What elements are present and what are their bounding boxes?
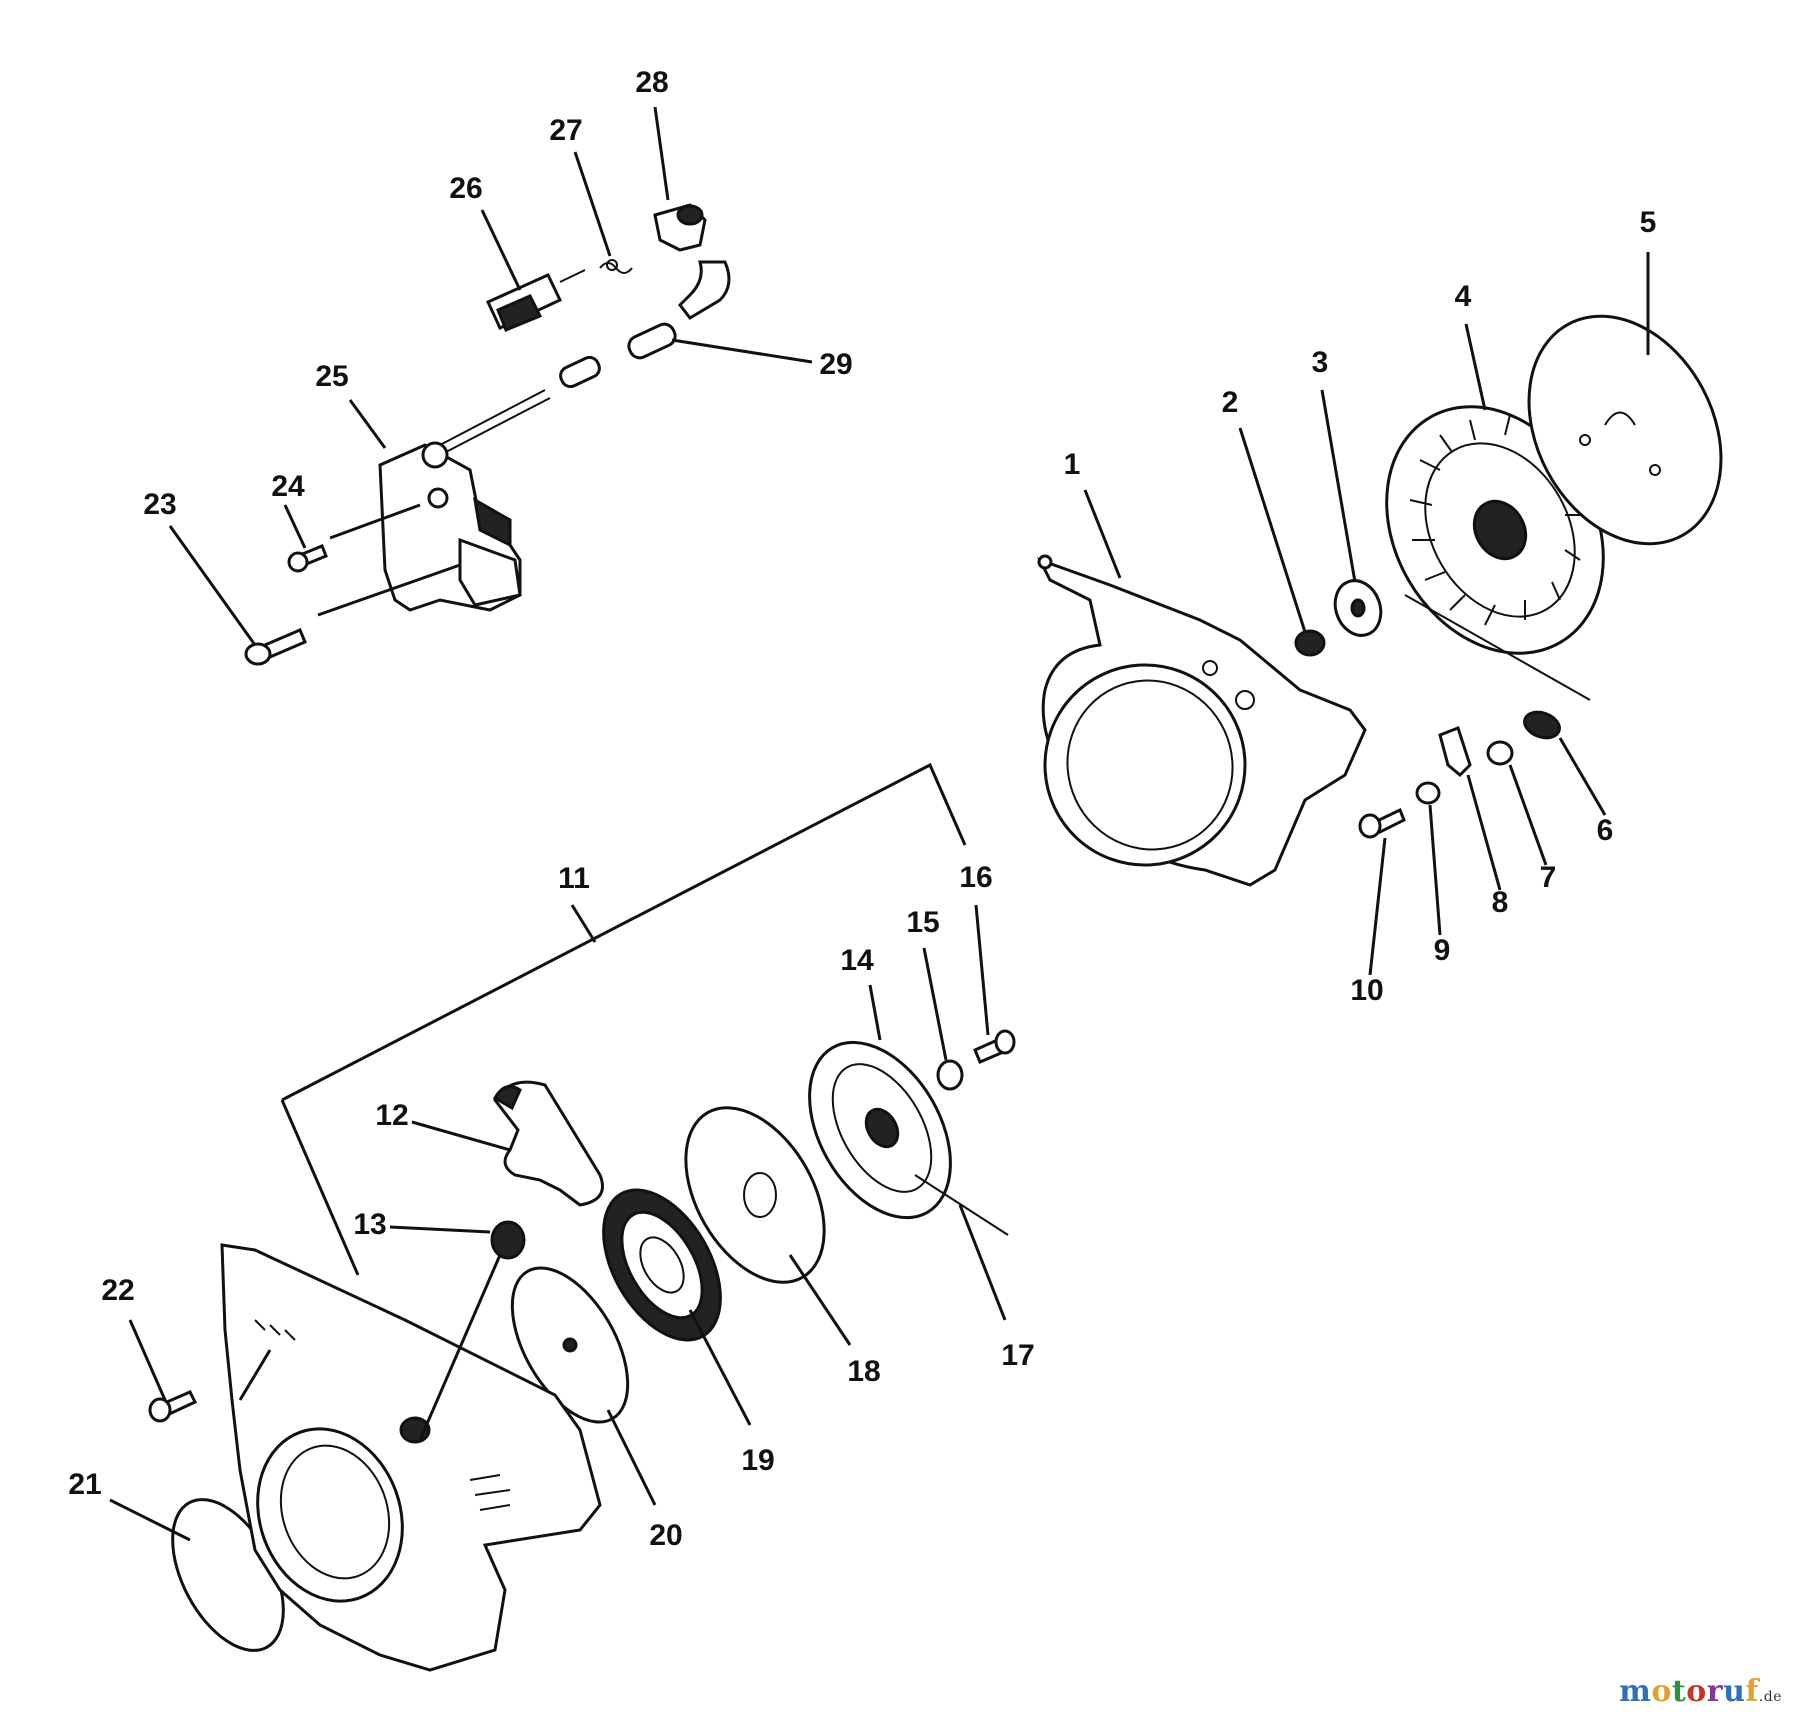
- callout-16: 16: [959, 861, 992, 894]
- part-23-24-screws: [244, 544, 328, 666]
- part-13-grommet: [490, 1220, 526, 1260]
- callout-17: 17: [1001, 1339, 1034, 1372]
- callout-25: 25: [315, 360, 348, 393]
- callout-15: 15: [906, 906, 939, 939]
- part-2-nut: [1294, 629, 1326, 657]
- callout-18: 18: [847, 1355, 880, 1388]
- watermark-text: motoruf: [1619, 1674, 1759, 1709]
- callout-28: 28: [635, 66, 668, 99]
- callout-11: 11: [558, 862, 590, 895]
- callout-21: 21: [68, 1468, 101, 1501]
- part-6-nut: [1523, 710, 1561, 740]
- part-28-elbow: [653, 203, 707, 252]
- callout-12: 12: [375, 1099, 408, 1132]
- part-12-handle: [492, 1080, 604, 1207]
- part-16-screw: [973, 1029, 1016, 1064]
- part-5-cover: [1527, 314, 1723, 546]
- watermark-logo: motoruf.de: [1619, 1674, 1782, 1709]
- callout-10: 10: [1350, 974, 1383, 1007]
- part-25-tank: [378, 389, 551, 612]
- callout-6: 6: [1597, 814, 1614, 847]
- callout-8: 8: [1492, 886, 1509, 919]
- callout-19: 19: [741, 1444, 774, 1477]
- part-7-washer: [1486, 740, 1514, 766]
- callout-24: 24: [271, 470, 305, 503]
- callout-22: 22: [101, 1274, 134, 1307]
- part-22-screw: [148, 1390, 198, 1423]
- part-3-washer: [1333, 579, 1383, 637]
- callout-23: 23: [143, 488, 176, 521]
- part-10-screw: [1358, 807, 1406, 839]
- leader-lines: [109, 106, 1650, 1542]
- callout-1: 1: [1064, 448, 1081, 481]
- part-15-washer: [936, 1059, 964, 1091]
- watermark-tld: .de: [1758, 1689, 1782, 1705]
- part-18-cover: [684, 1106, 826, 1284]
- callout-13: 13: [353, 1208, 386, 1241]
- part-8-pawl: [1438, 726, 1472, 778]
- callout-9: 9: [1434, 934, 1451, 967]
- callout-2: 2: [1222, 386, 1239, 419]
- part-26-valve: [486, 269, 586, 332]
- callout-26: 26: [449, 172, 482, 205]
- part-drawings: [148, 203, 1723, 1672]
- callout-4: 4: [1455, 280, 1472, 313]
- part-14-pulley: [808, 1040, 952, 1220]
- callout-27: 27: [549, 114, 582, 147]
- part-starter-cover: [220, 1243, 602, 1672]
- part-1-housing: [1036, 554, 1367, 887]
- callout-14: 14: [840, 944, 874, 977]
- part-9-washer: [1415, 781, 1441, 805]
- callout-29: 29: [819, 348, 852, 381]
- callout-3: 3: [1312, 346, 1329, 379]
- callout-5: 5: [1640, 206, 1657, 239]
- callout-labels: 1 2 3 4 5 6 7 8 9 10 11 12 13 14 15 16 1…: [68, 66, 1656, 1552]
- callout-20: 20: [649, 1519, 682, 1552]
- part-29-hose: [559, 260, 731, 389]
- part-27-clip: [599, 259, 633, 274]
- callout-7: 7: [1540, 861, 1557, 894]
